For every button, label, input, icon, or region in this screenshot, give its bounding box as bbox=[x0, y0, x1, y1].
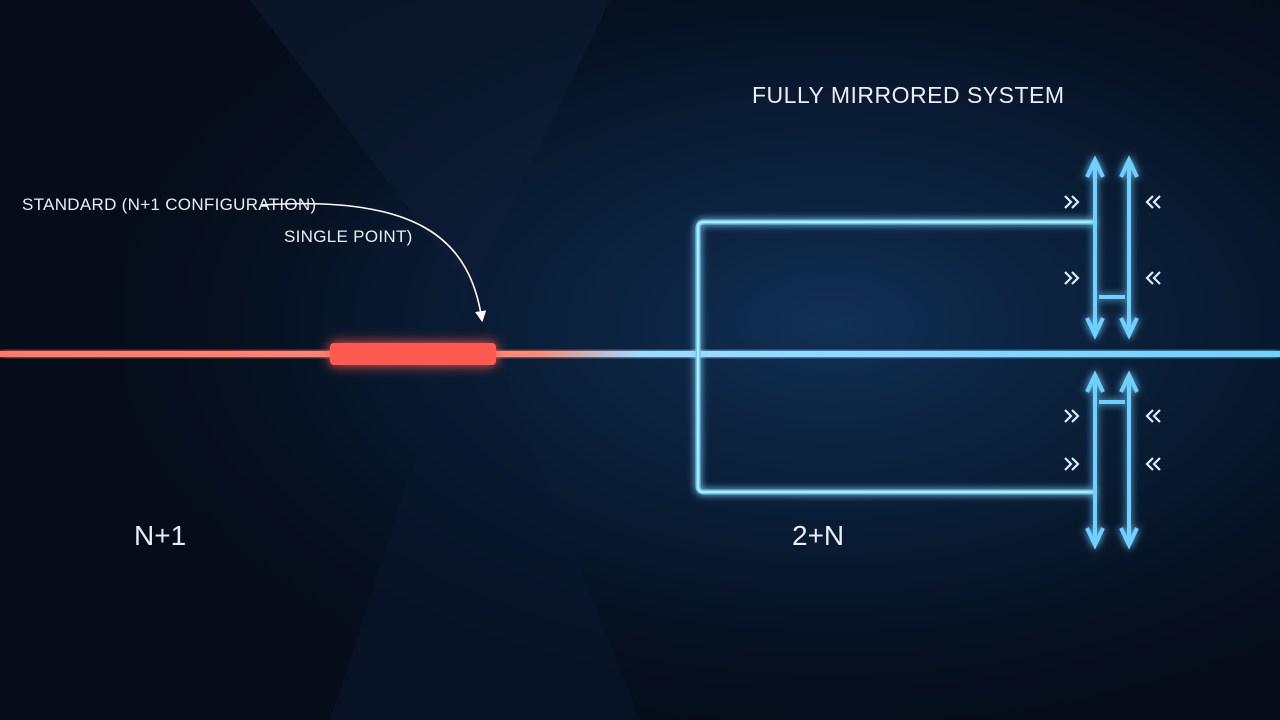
diagram-title: FULLY MIRRORED SYSTEM bbox=[752, 82, 1065, 108]
main-line bbox=[0, 351, 1280, 357]
annotation-main: STANDARD (N+1 CONFIGURATION) bbox=[22, 195, 317, 214]
double-chevron-icon bbox=[1064, 195, 1161, 471]
annotation-sub: SINGLE POINT) bbox=[284, 227, 413, 246]
light-beam-bottom bbox=[330, 290, 640, 720]
left-config-label: N+1 bbox=[134, 520, 187, 551]
light-beam-top bbox=[250, 0, 610, 290]
mirrored-loop bbox=[695, 219, 1095, 495]
failure-segment bbox=[330, 343, 496, 365]
double-arrow-icon bbox=[1085, 155, 1139, 550]
right-config-label: 2+N bbox=[792, 520, 845, 551]
annotation-arrow bbox=[261, 202, 487, 323]
